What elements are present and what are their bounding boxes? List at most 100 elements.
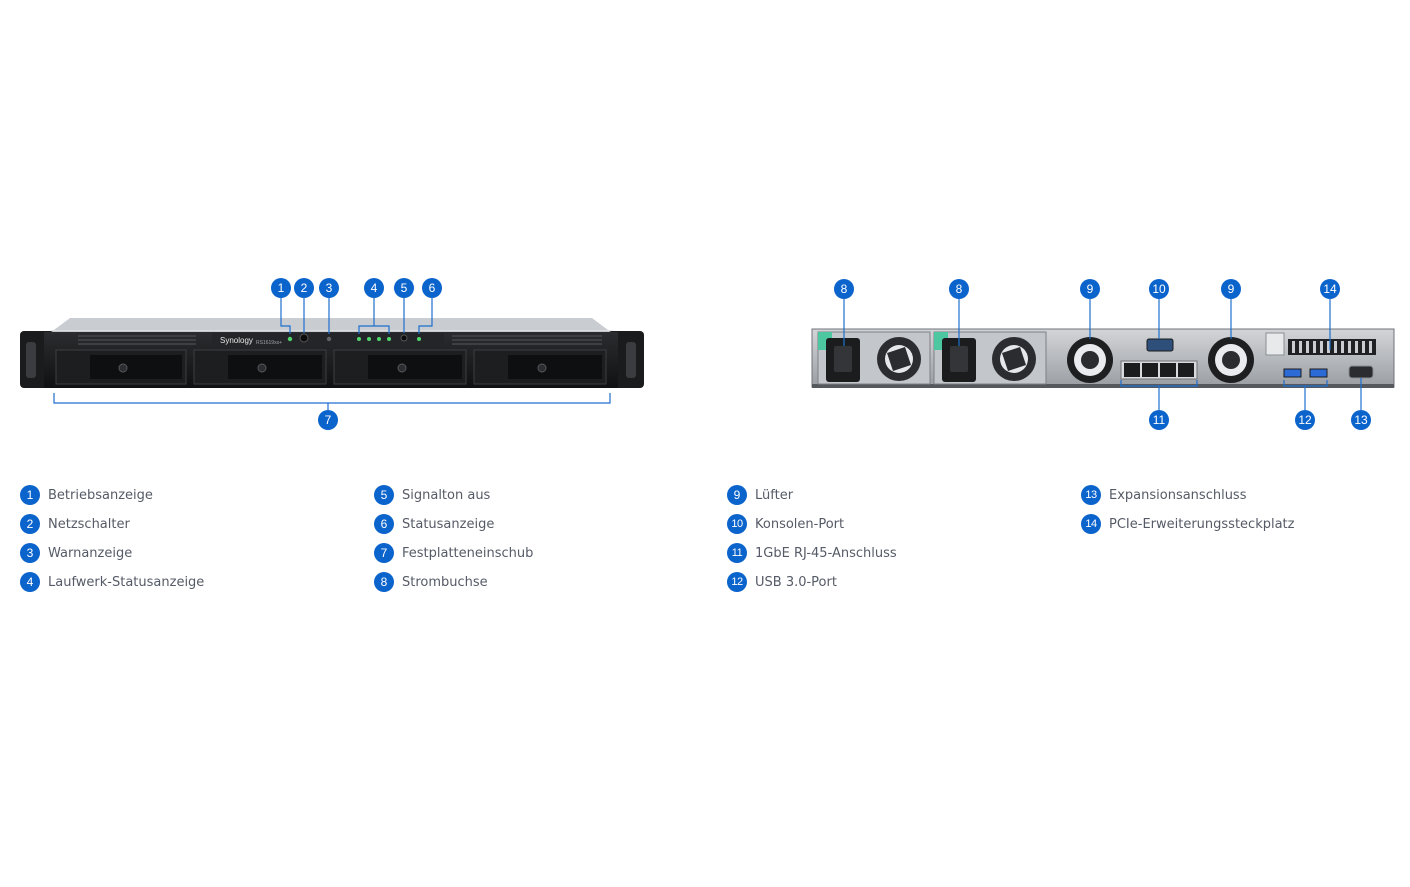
legend-number: 13	[1081, 485, 1101, 505]
callout-badge: 8	[949, 279, 969, 299]
svg-text:13: 13	[1354, 413, 1368, 427]
legend-number: 14	[1081, 514, 1101, 534]
legend-item: 11 1GbE RJ-45-Anschluss	[727, 542, 897, 564]
svg-text:8: 8	[841, 282, 848, 296]
svg-text:5: 5	[401, 281, 408, 295]
legend-label: USB 3.0-Port	[755, 574, 837, 590]
drive-tray-4[interactable]	[473, 349, 607, 385]
legend-label: 1GbE RJ-45-Anschluss	[755, 545, 897, 561]
pcie-slot[interactable]	[1265, 332, 1376, 356]
power-supply-1	[817, 331, 931, 385]
svg-text:9: 9	[1087, 282, 1094, 296]
lan-port-3[interactable]	[1160, 363, 1176, 377]
front-callouts: 1 2 3 4 5 6 7	[271, 278, 442, 430]
legend-number: 4	[20, 572, 40, 592]
legend-label: PCIe-Erweiterungssteckplatz	[1109, 516, 1295, 532]
usb-port-2[interactable]	[1309, 368, 1328, 378]
drive-tray-3[interactable]	[333, 349, 467, 385]
svg-text:3: 3	[326, 281, 333, 295]
rj45-ports	[1120, 360, 1198, 380]
beep-off-button[interactable]	[400, 334, 408, 342]
legend-item: 14 PCIe-Erweiterungssteckplatz	[1081, 513, 1294, 535]
lan-port-4[interactable]	[1178, 363, 1194, 377]
callout-badge: 7	[318, 410, 338, 430]
rear-leaders	[843, 299, 1362, 410]
system-fan-2	[1208, 337, 1254, 383]
callout-badge: 1	[271, 278, 291, 298]
legend-label: Lüfter	[755, 487, 794, 503]
legend-item: 6 Statusanzeige	[374, 513, 494, 535]
expansion-port[interactable]	[1348, 365, 1374, 379]
system-fan-1	[1067, 337, 1113, 383]
legend-number: 1	[20, 485, 40, 505]
svg-text:1: 1	[278, 281, 285, 295]
legend-label: Expansionsanschluss	[1109, 487, 1247, 503]
legend-label: Strombuchse	[402, 574, 488, 590]
console-port[interactable]	[1146, 338, 1174, 352]
legend-number: 3	[20, 543, 40, 563]
svg-text:11: 11	[1153, 413, 1166, 427]
power-supply-2	[933, 331, 1047, 385]
legend-number: 8	[374, 572, 394, 592]
drive-tray-2[interactable]	[193, 349, 327, 385]
legend-item: 5 Signalton aus	[374, 484, 490, 506]
svg-text:4: 4	[371, 281, 378, 295]
callout-badge: 8	[834, 279, 854, 299]
front-panel: Synology RS1619xs+	[20, 318, 644, 388]
drive-led-2	[367, 337, 371, 341]
callout-badge: 5	[394, 278, 414, 298]
status-led	[417, 337, 421, 341]
front-leaders	[53, 298, 611, 410]
drive-led-4	[387, 337, 391, 341]
legend-item: 8 Strombuchse	[374, 571, 488, 593]
svg-text:6: 6	[429, 281, 436, 295]
legend-number: 12	[727, 572, 747, 592]
legend-item: 4 Laufwerk-Statusanzeige	[20, 571, 204, 593]
svg-text:2: 2	[301, 281, 308, 295]
lan-port-1[interactable]	[1124, 363, 1140, 377]
drive-led-3	[377, 337, 381, 341]
callout-badge: 3	[319, 278, 339, 298]
callout-badge: 14	[1320, 279, 1340, 299]
legend-item: 12 USB 3.0-Port	[727, 571, 837, 593]
legend-number: 5	[374, 485, 394, 505]
callout-badge: 6	[422, 278, 442, 298]
svg-text:8: 8	[956, 282, 963, 296]
svg-text:9: 9	[1228, 282, 1235, 296]
legend-item: 9 Lüfter	[727, 484, 793, 506]
callout-badge: 4	[364, 278, 384, 298]
power-led	[287, 336, 293, 342]
legend-number: 10	[727, 514, 747, 534]
brand-logo: Synology	[220, 336, 253, 345]
callout-badge: 12	[1295, 410, 1315, 430]
legend-number: 9	[727, 485, 747, 505]
model-label: RS1619xs+	[256, 340, 282, 346]
power-button[interactable]	[299, 333, 309, 343]
legend-item: 7 Festplatteneinschub	[374, 542, 533, 564]
legend-item: 3 Warnanzeige	[20, 542, 132, 564]
usb-port-1[interactable]	[1283, 368, 1302, 378]
legend-label: Warnanzeige	[48, 545, 133, 561]
drive-tray-1[interactable]	[55, 349, 187, 385]
callout-badge: 13	[1351, 410, 1371, 430]
callout-badge: 2	[294, 278, 314, 298]
rear-panel	[811, 328, 1395, 388]
legend-number: 11	[727, 543, 747, 563]
lan-port-2[interactable]	[1142, 363, 1158, 377]
legend-item: 13 Expansionsanschluss	[1081, 484, 1246, 506]
svg-text:7: 7	[325, 413, 332, 427]
legend-number: 2	[20, 514, 40, 534]
alert-led	[326, 336, 332, 342]
rear-callouts: 8 8 9 10 9 14 11 12 13	[834, 279, 1371, 430]
legend-label: Festplatteneinschub	[402, 545, 534, 561]
drive-led-1	[357, 337, 361, 341]
callout-badge: 11	[1149, 410, 1169, 430]
legend-label: Betriebsanzeige	[48, 487, 153, 503]
svg-text:14: 14	[1323, 282, 1337, 296]
callout-badge: 10	[1149, 279, 1169, 299]
legend-number: 7	[374, 543, 394, 563]
legend-label: Laufwerk-Statusanzeige	[48, 574, 205, 590]
svg-text:10: 10	[1152, 282, 1166, 296]
callout-badge: 9	[1080, 279, 1100, 299]
